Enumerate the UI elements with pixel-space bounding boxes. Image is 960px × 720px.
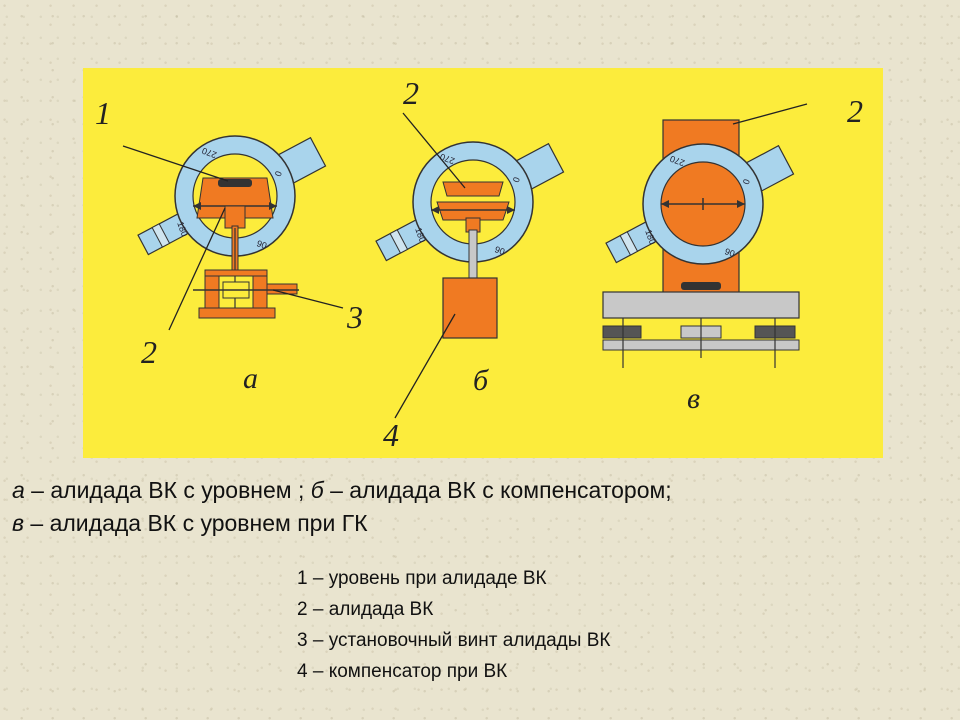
scale-number-bottom-v: 90 <box>723 246 736 259</box>
scale-number-right-a: 0 <box>273 170 284 178</box>
caption-panel-letter: б <box>310 477 324 503</box>
compensator-box <box>442 277 498 339</box>
scale-number-left-b: 180 <box>413 226 428 244</box>
label-2-b: 2 <box>403 75 419 111</box>
label-panel-b: б <box>473 364 489 397</box>
legend-text: компенсатор при ВК <box>323 661 508 682</box>
label-4: 4 <box>383 417 399 453</box>
legend-number: 1 – <box>297 568 324 589</box>
figure-caption: а – алидада ВК с уровнем ; б – алидада В… <box>12 474 952 540</box>
panel-v: 270 0 180 90 2 в <box>602 93 863 415</box>
panel-a: 270 0 180 90 1 2 3 а <box>95 95 363 395</box>
legend-number: 3 – <box>297 630 324 651</box>
label-panel-a: а <box>243 362 258 395</box>
caption-text: – алидада ВК с уровнем при ГК <box>24 510 368 536</box>
level-vial-v <box>681 282 721 290</box>
caption-text: – алидада ВК с уровнем ; <box>24 477 311 503</box>
legend-number: 4 – <box>297 661 324 682</box>
scale-number-bottom-b: 90 <box>493 244 506 257</box>
label-1: 1 <box>95 95 111 131</box>
caption-panel-letter: а <box>12 477 25 503</box>
legend-text: установочный винт алидады ВК <box>323 630 611 651</box>
label-2-a: 2 <box>141 334 157 370</box>
adjusting-screw-a <box>193 269 299 319</box>
scale-number-right-v: 0 <box>741 178 752 186</box>
legend-text: алидада ВК <box>323 599 434 620</box>
label-3: 3 <box>346 299 363 335</box>
level-vial-a <box>218 179 252 187</box>
diagram-figure: 270 0 180 90 1 2 3 а <box>83 68 883 458</box>
legend-item: 1 – уровень при алидаде ВК <box>297 563 797 594</box>
label-panel-v: в <box>687 382 700 415</box>
panel-b: 270 0 180 90 2 4 б <box>375 75 565 453</box>
caption-line-2: в – алидада ВК с уровнем при ГК <box>12 507 952 540</box>
scale-number-top-b: 270 <box>439 152 457 167</box>
scale-number-top-v: 270 <box>669 154 687 169</box>
scale-number-right-b: 0 <box>511 176 522 184</box>
caption-text: – алидада ВК с компенсатором; <box>323 477 672 503</box>
scale-number-top-a: 270 <box>201 146 219 161</box>
scale-number-left-v: 180 <box>643 228 658 246</box>
legend-text: уровень при алидаде ВК <box>323 568 547 589</box>
legend-item: 3 – установочный винт алидады ВК <box>297 625 797 656</box>
legend-number: 2 – <box>297 599 324 620</box>
label-2-v: 2 <box>847 93 863 129</box>
legend-item: 2 – алидада ВК <box>297 594 797 625</box>
legend-item: 4 – компенсатор при ВК <box>297 656 797 687</box>
caption-panel-letter: в <box>12 510 25 536</box>
caption-line-1: а – алидада ВК с уровнем ; б – алидада В… <box>12 474 952 507</box>
scale-number-left-a: 180 <box>175 220 190 238</box>
diagram-canvas: 270 0 180 90 1 2 3 а <box>95 75 863 453</box>
base-plate <box>602 291 800 319</box>
scale-number-bottom-a: 90 <box>255 238 268 251</box>
